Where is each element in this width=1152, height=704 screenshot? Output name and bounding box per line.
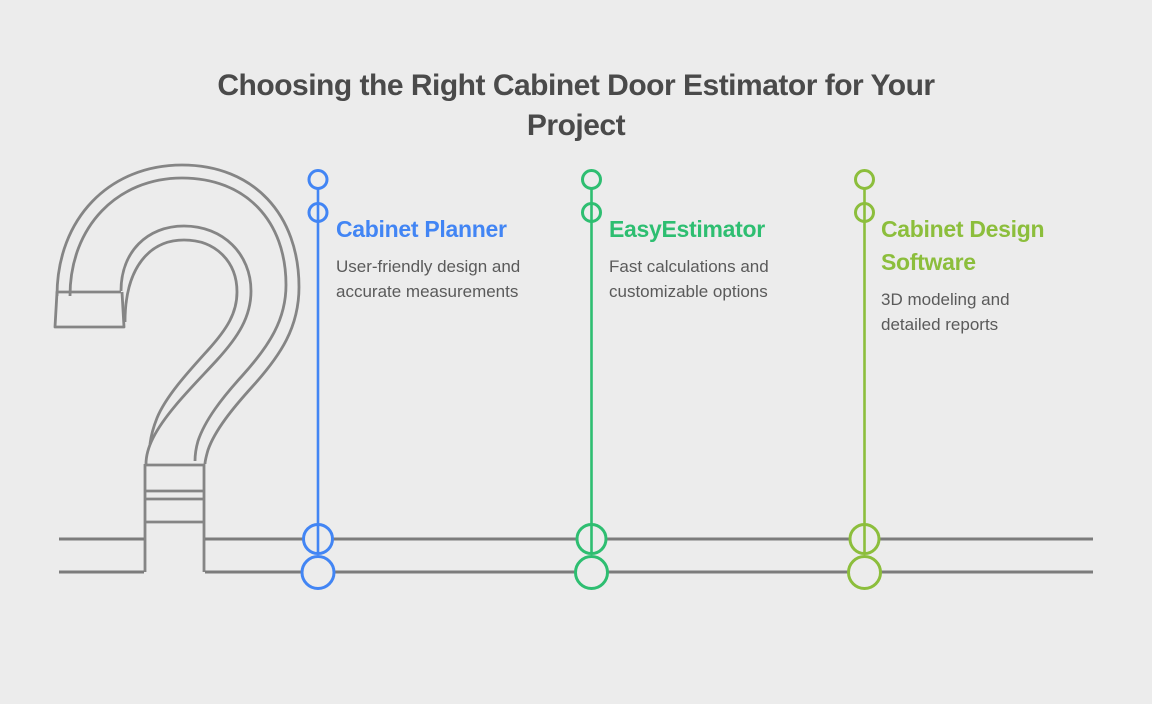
timeline-top-node-icon xyxy=(854,169,875,190)
column-cabinet-design-software: Cabinet Design Software 3D modeling and … xyxy=(881,213,1111,337)
page-title: Choosing the Right Cabinet Door Estimato… xyxy=(0,66,1152,146)
column-description-line-1: User-friendly design and xyxy=(336,257,521,276)
column-heading-line-1: Cabinet Planner xyxy=(336,216,507,242)
timeline-graphic-cabinet-design-software xyxy=(847,169,882,590)
timeline-second-node-icon xyxy=(581,202,602,223)
timeline-second-node-icon xyxy=(854,202,875,223)
timeline-top-node-icon xyxy=(307,169,329,190)
timeline-second-node-icon xyxy=(307,202,329,223)
column-cabinet-planner: Cabinet Planner User-friendly design and… xyxy=(336,213,566,304)
column-description: 3D modeling and detailed reports xyxy=(881,287,1111,337)
page-title-line-1: Choosing the Right Cabinet Door Estimato… xyxy=(217,69,935,102)
timeline-graphic-cabinet-planner xyxy=(300,169,336,590)
column-description-line-2: customizable options xyxy=(609,282,768,301)
column-heading: Cabinet Design Software xyxy=(881,213,1111,279)
column-description: User-friendly design and accurate measur… xyxy=(336,254,566,304)
column-description-line-1: 3D modeling and xyxy=(881,290,1010,309)
column-heading-line-2: Software xyxy=(881,249,976,275)
timeline-graphic-easyestimator xyxy=(574,169,609,590)
page-title-line-2: Project xyxy=(526,109,626,142)
timeline-end-node-icon xyxy=(847,555,882,590)
column-easyestimator: EasyEstimator Fast calculations and cust… xyxy=(609,213,839,304)
timeline-top-node-icon xyxy=(581,169,602,190)
question-mark-icon xyxy=(53,163,301,572)
baseline-rails xyxy=(59,537,1093,574)
column-heading: EasyEstimator xyxy=(609,213,839,246)
column-description-line-2: accurate measurements xyxy=(336,282,519,301)
column-heading-line-1: EasyEstimator xyxy=(609,216,765,242)
timeline-end-node-icon xyxy=(574,555,609,590)
column-description-line-1: Fast calculations and xyxy=(609,257,769,276)
column-description: Fast calculations and customizable optio… xyxy=(609,254,839,304)
column-heading-line-1: Cabinet Design xyxy=(881,216,1045,242)
column-heading: Cabinet Planner xyxy=(336,213,566,246)
timeline-end-node-icon xyxy=(300,555,336,590)
column-description-line-2: detailed reports xyxy=(881,315,999,334)
